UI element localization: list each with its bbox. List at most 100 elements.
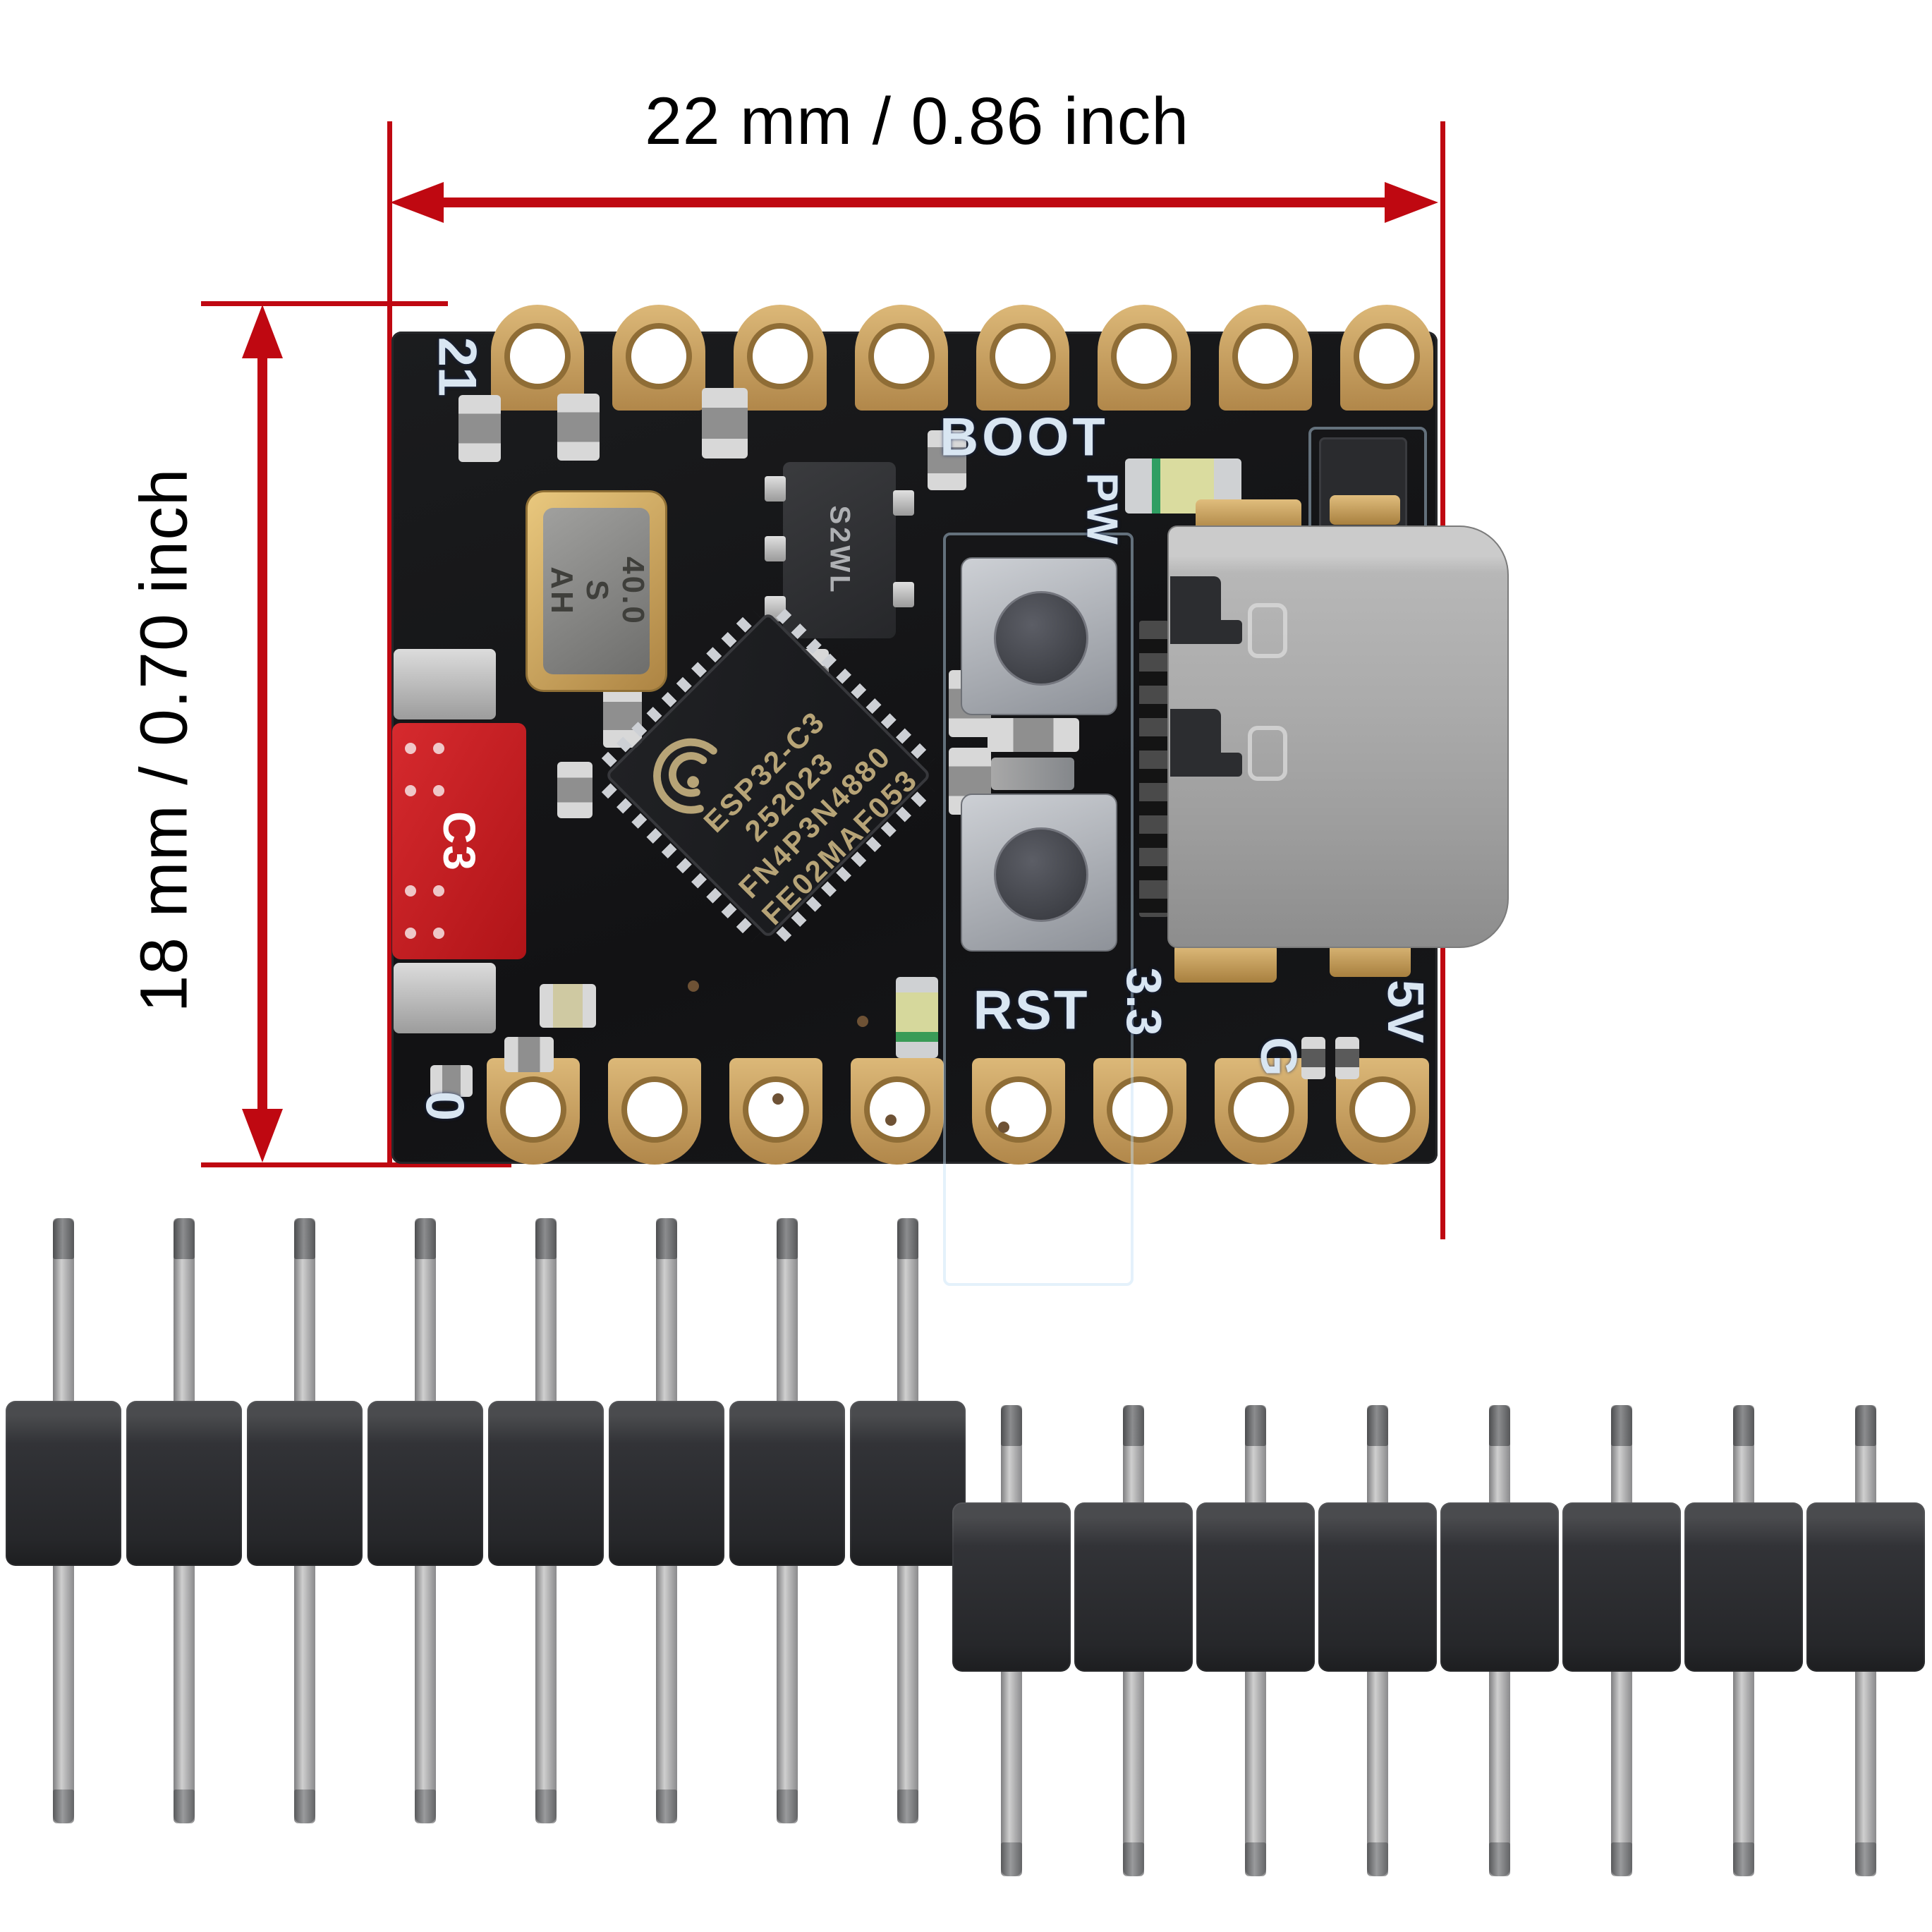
pin-tip xyxy=(777,1790,798,1823)
pad-hole xyxy=(985,1076,1052,1143)
height-dimension-label: 18 mm / 0.70 inch xyxy=(126,468,202,1013)
castellated-pad xyxy=(1219,305,1312,411)
pad-hole xyxy=(1349,1076,1416,1143)
pad-hole xyxy=(626,323,692,389)
pin-tip xyxy=(1611,1842,1632,1876)
ic-leg xyxy=(893,490,914,516)
pad-hole xyxy=(500,1076,566,1143)
crystal-body xyxy=(543,508,650,674)
passive-component xyxy=(1301,1037,1325,1079)
ic-leg xyxy=(893,582,914,607)
pin-tip xyxy=(1611,1405,1632,1446)
height-arrow-head-top xyxy=(242,305,283,358)
usb-emboss-mark xyxy=(1248,726,1287,781)
castellated-pad xyxy=(1215,1058,1308,1165)
antenna-pad-bottom xyxy=(394,963,496,1033)
pin-tip xyxy=(294,1218,315,1259)
pin-tip xyxy=(535,1218,557,1259)
espressif-logo-icon xyxy=(653,738,717,814)
antenna-marking: C3 xyxy=(434,810,485,872)
castellated-pad xyxy=(608,1058,701,1165)
header-insulator xyxy=(247,1401,363,1566)
antenna-module: C3 xyxy=(392,723,526,959)
pin-tip xyxy=(415,1790,436,1823)
pin-tip xyxy=(1123,1405,1144,1446)
silkscreen-3v3-label: 3.3 xyxy=(1117,967,1172,1036)
silkscreen-pw-label: PW xyxy=(1077,473,1126,546)
pad-hole xyxy=(743,1076,809,1143)
silkscreen-pin-21: 21 xyxy=(427,336,487,397)
usb-emboss-mark xyxy=(1248,603,1287,658)
via xyxy=(885,1114,897,1126)
pin-tip xyxy=(1489,1842,1510,1876)
pin-tip xyxy=(53,1790,74,1823)
via xyxy=(772,1093,784,1105)
castellated-pad xyxy=(976,305,1069,411)
silkscreen-5v-label: 5V xyxy=(1377,979,1433,1045)
castellated-pad xyxy=(612,305,705,411)
passive-component xyxy=(557,762,593,818)
pad-hole xyxy=(621,1076,688,1143)
pin-tip xyxy=(777,1218,798,1259)
pin-tip xyxy=(1489,1405,1510,1446)
pin-tip xyxy=(294,1790,315,1823)
pin-tip xyxy=(1367,1405,1388,1446)
header-insulator xyxy=(1196,1502,1315,1672)
width-arrow-head-right xyxy=(1385,182,1438,223)
header-insulator xyxy=(1074,1502,1193,1672)
passive-component xyxy=(557,394,600,461)
height-arrow-line xyxy=(257,353,267,1114)
boot-button-cap xyxy=(994,591,1088,686)
passive-component xyxy=(430,1065,473,1097)
pin-tip xyxy=(53,1218,74,1259)
reset-button xyxy=(961,794,1117,952)
usb-shield-pad xyxy=(1330,495,1400,525)
pin-tip xyxy=(1367,1842,1388,1876)
header-insulator xyxy=(367,1401,483,1566)
capacitor xyxy=(540,984,596,1028)
ic-leg xyxy=(765,536,786,561)
pad-hole xyxy=(1354,323,1420,389)
castellated-pad xyxy=(1340,305,1433,411)
pad-hole xyxy=(747,323,813,389)
pin-tip xyxy=(1245,1405,1266,1446)
silkscreen-pin-0: 0 xyxy=(414,1090,475,1122)
pad-hole xyxy=(990,323,1056,389)
via xyxy=(688,980,699,992)
via xyxy=(998,1122,1009,1133)
reset-button-cap xyxy=(994,827,1088,922)
passive-component xyxy=(988,718,1079,752)
usb-shell-notch xyxy=(1210,620,1242,644)
boot-button xyxy=(961,557,1117,715)
pad-hole xyxy=(504,323,571,389)
ic-leg xyxy=(765,476,786,502)
passive-component xyxy=(991,758,1074,790)
pin-tip xyxy=(897,1218,918,1259)
header-insulator xyxy=(1318,1502,1437,1672)
pin-tip xyxy=(1733,1405,1754,1446)
passive-component xyxy=(504,1037,554,1072)
header-insulator xyxy=(126,1401,242,1566)
pin-tip xyxy=(535,1790,557,1823)
header-insulator xyxy=(1440,1502,1559,1672)
pin-tip xyxy=(1855,1842,1876,1876)
castellated-pad xyxy=(1098,305,1191,411)
pin-tip xyxy=(174,1218,195,1259)
header-insulator xyxy=(1684,1502,1803,1672)
castellated-pad xyxy=(734,305,827,411)
extension-line-top xyxy=(201,301,448,306)
extension-line-left xyxy=(387,121,392,1165)
silkscreen-rst-label: RST xyxy=(973,978,1090,1041)
regulator-marking: S2WL xyxy=(824,505,856,595)
castellated-pad xyxy=(851,1058,944,1165)
pad-hole xyxy=(864,1076,930,1143)
castellated-pad xyxy=(729,1058,822,1165)
pin-tip xyxy=(174,1790,195,1823)
silkscreen-gnd-label: G xyxy=(1250,1036,1306,1077)
castellated-pad xyxy=(487,1058,580,1165)
status-led xyxy=(896,977,938,1058)
extension-line-bottom xyxy=(201,1162,511,1167)
